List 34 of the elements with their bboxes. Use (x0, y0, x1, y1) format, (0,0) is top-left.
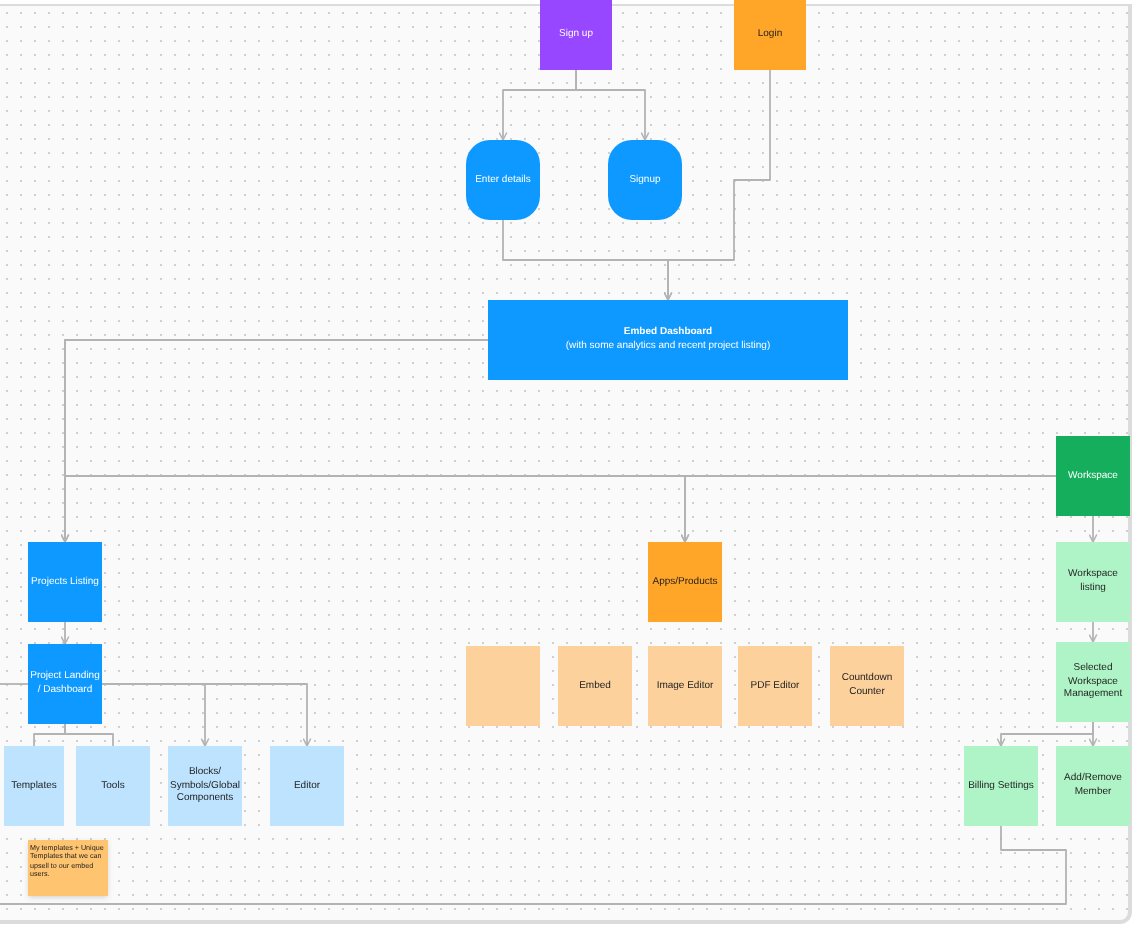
rounded-box (608, 140, 682, 220)
process-box (648, 542, 722, 622)
sticky-note (28, 840, 108, 896)
process-box (1056, 542, 1130, 622)
process-box (168, 746, 242, 826)
connector-line (0, 683, 29, 685)
rounded-box (466, 140, 540, 220)
arrow (1088, 721, 1098, 747)
arrow (101, 683, 312, 747)
arrow (60, 621, 70, 645)
process-box (558, 646, 632, 726)
process-box (734, 0, 806, 70)
process-box (28, 542, 102, 622)
process-box (738, 646, 812, 726)
process-box (28, 644, 102, 724)
process-box (1056, 436, 1130, 516)
process-box (270, 746, 344, 826)
arrow (1088, 621, 1098, 643)
process-box (76, 746, 150, 826)
arrow (680, 475, 1057, 543)
process-box (1056, 642, 1130, 722)
process-box (4, 746, 64, 826)
arrow (1088, 515, 1098, 543)
process-box (830, 646, 904, 726)
connector-line (64, 723, 114, 747)
process-box (540, 0, 612, 70)
process-box (466, 646, 540, 726)
process-box (1056, 746, 1130, 826)
connector-line (0, 825, 1067, 905)
process-box (648, 646, 722, 726)
arrow (575, 69, 650, 141)
arrow (663, 69, 771, 301)
process-box (964, 746, 1038, 826)
process-box (488, 300, 848, 380)
